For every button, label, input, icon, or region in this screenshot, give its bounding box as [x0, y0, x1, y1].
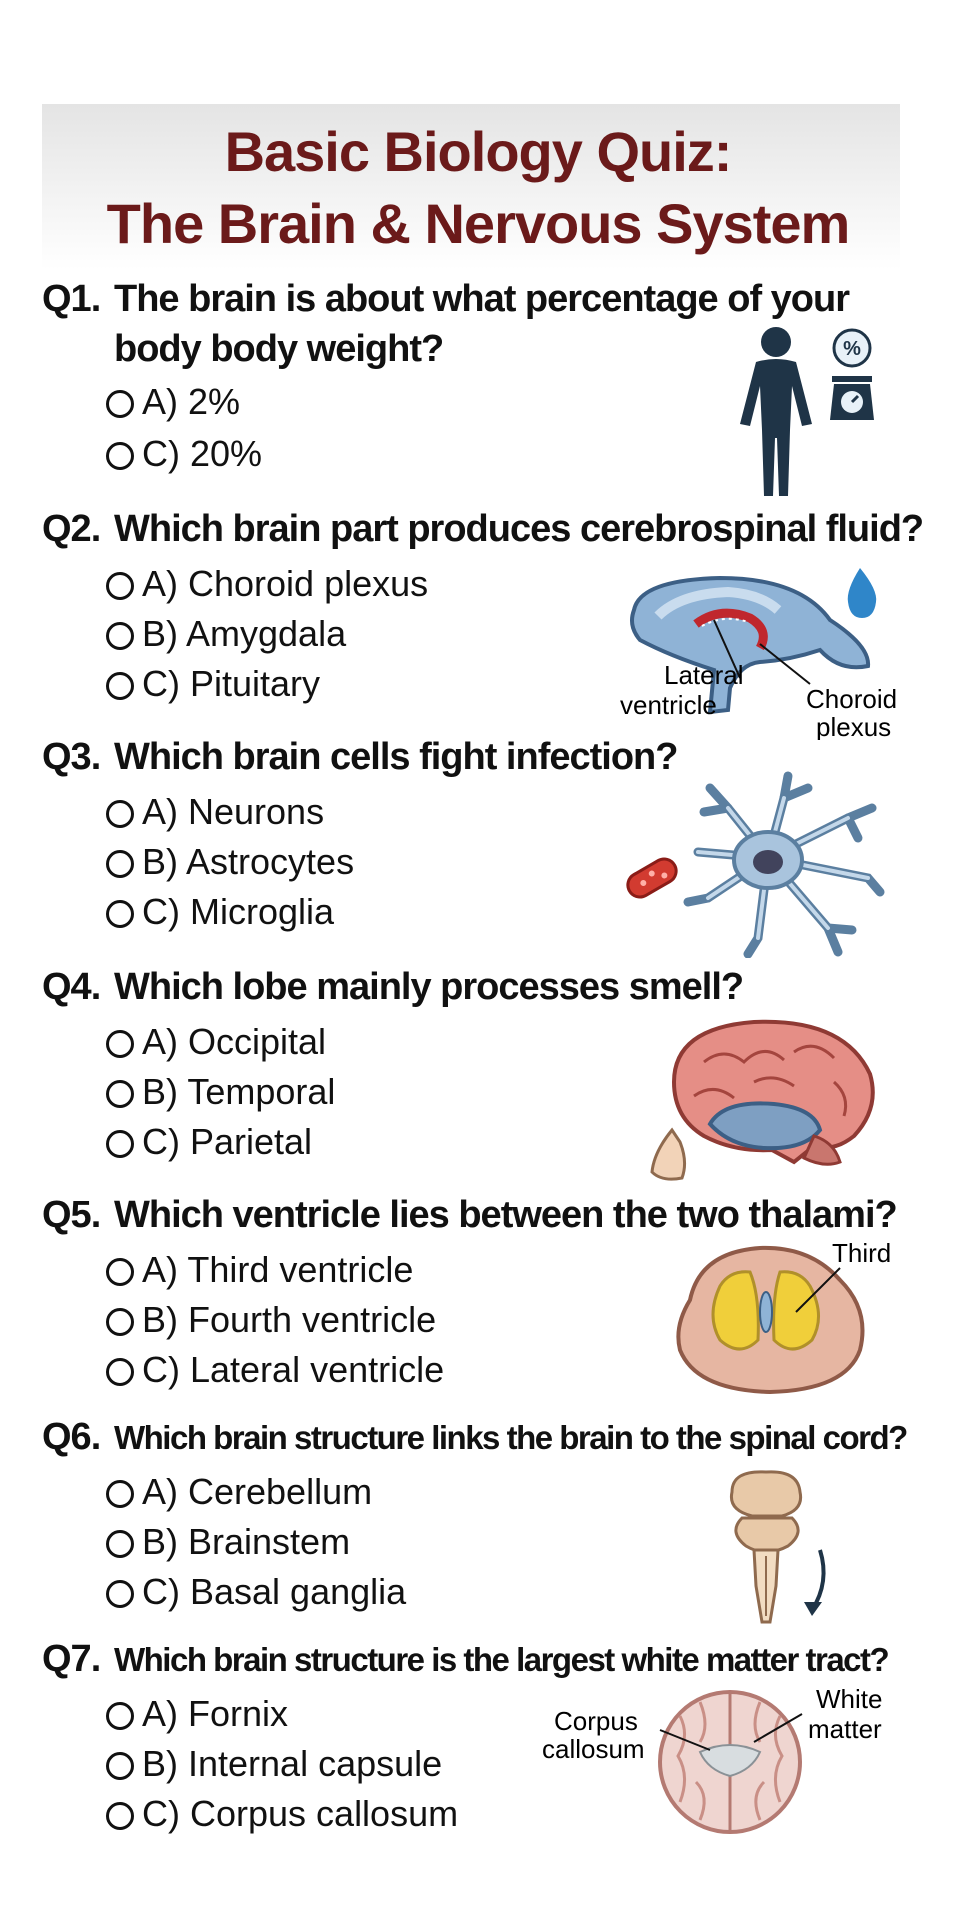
q4-option-a[interactable]: A) Occipital — [106, 1018, 326, 1066]
question-7: Q7.Which brain structure is the largest … — [42, 1638, 890, 1680]
radio-button[interactable] — [106, 850, 134, 878]
q2-option-a[interactable]: A) Choroid plexus — [106, 560, 428, 608]
radio-button[interactable] — [106, 1702, 134, 1730]
q2-option-c[interactable]: C) Pituitary — [106, 660, 320, 708]
ventricle-diagram: Lateral ventricle Choroid plexus — [620, 568, 897, 740]
label-third: Third — [832, 1240, 891, 1268]
page-title-line2: The Brain & Nervous System — [106, 192, 851, 255]
q5-option-a[interactable]: A) Third ventricle — [106, 1246, 413, 1294]
q4-option-c[interactable]: C) Parietal — [106, 1118, 312, 1166]
q6-option-b[interactable]: B) Brainstem — [106, 1518, 350, 1566]
label-lateral: Lateral — [664, 660, 744, 690]
percent-icon: % — [843, 338, 861, 360]
label-white: White — [816, 1686, 882, 1714]
radio-button[interactable] — [106, 1580, 134, 1608]
radio-button[interactable] — [106, 900, 134, 928]
microglia-cell-illustration — [626, 771, 885, 958]
q1-option-a[interactable]: A) 2% — [106, 378, 240, 426]
q7-option-b[interactable]: B) Internal capsule — [106, 1740, 442, 1788]
question-4: Q4.Which lobe mainly processes smell? — [42, 966, 744, 1008]
radio-button[interactable] — [106, 672, 134, 700]
q4-option-b[interactable]: B) Temporal — [106, 1068, 335, 1116]
thalamus-cross-section-icon: Third — [676, 1240, 891, 1395]
radio-button[interactable] — [106, 1130, 134, 1158]
label-matter: matter — [808, 1714, 882, 1744]
corpus-callosum-diagram: Corpus callosum White matter — [542, 1686, 882, 1834]
question-1-line2: body body weight? — [114, 328, 444, 370]
question-5: Q5.Which ventricle lies between the two … — [42, 1194, 898, 1236]
label-plexus: plexus — [816, 712, 891, 740]
q1-option-c[interactable]: C) 20% — [106, 430, 262, 478]
radio-button[interactable] — [106, 1530, 134, 1558]
q3-option-a[interactable]: A) Neurons — [106, 788, 324, 836]
question-3: Q3.Which brain cells fight infection? — [42, 736, 678, 778]
label-callosum: callosum — [542, 1734, 645, 1764]
q5-option-b[interactable]: B) Fourth ventricle — [106, 1296, 436, 1344]
radio-button[interactable] — [106, 1308, 134, 1336]
q6-option-a[interactable]: A) Cerebellum — [106, 1468, 372, 1516]
brainstem-spinal-cord-icon — [729, 1470, 826, 1624]
q7-option-a[interactable]: A) Fornix — [106, 1690, 288, 1738]
q5-option-c[interactable]: C) Lateral ventricle — [106, 1346, 444, 1394]
label-corpus: Corpus — [554, 1706, 638, 1736]
radio-button[interactable] — [106, 390, 134, 418]
radio-button[interactable] — [106, 622, 134, 650]
radio-button[interactable] — [106, 1802, 134, 1830]
radio-button[interactable] — [106, 1030, 134, 1058]
question-2: Q2.Which brain part produces cerebrospin… — [42, 508, 924, 550]
radio-button[interactable] — [106, 442, 134, 470]
radio-button[interactable] — [106, 1258, 134, 1286]
brain-temporal-lobe-icon — [650, 1019, 875, 1181]
question-1: Q1.The brain is about what percentage of… — [42, 278, 850, 320]
radio-button[interactable] — [106, 1752, 134, 1780]
radio-button[interactable] — [106, 1080, 134, 1108]
human-body-scale-icon: % — [740, 327, 874, 496]
page-title-line1: Basic Biology Quiz: — [224, 120, 733, 183]
q2-option-b[interactable]: B) Amygdala — [106, 610, 346, 658]
radio-button[interactable] — [106, 1358, 134, 1386]
radio-button[interactable] — [106, 1480, 134, 1508]
label-ventricle: ventricle — [620, 690, 717, 720]
radio-button[interactable] — [106, 800, 134, 828]
q7-option-c[interactable]: C) Corpus callosum — [106, 1790, 458, 1838]
q3-option-b[interactable]: B) Astrocytes — [106, 838, 354, 886]
title-banner — [42, 104, 900, 270]
question-6: Q6.Which brain structure links the brain… — [42, 1416, 908, 1458]
q3-option-c[interactable]: C) Microglia — [106, 888, 334, 936]
radio-button[interactable] — [106, 572, 134, 600]
label-choroid: Choroid — [806, 684, 897, 714]
q6-option-c[interactable]: C) Basal ganglia — [106, 1568, 406, 1616]
